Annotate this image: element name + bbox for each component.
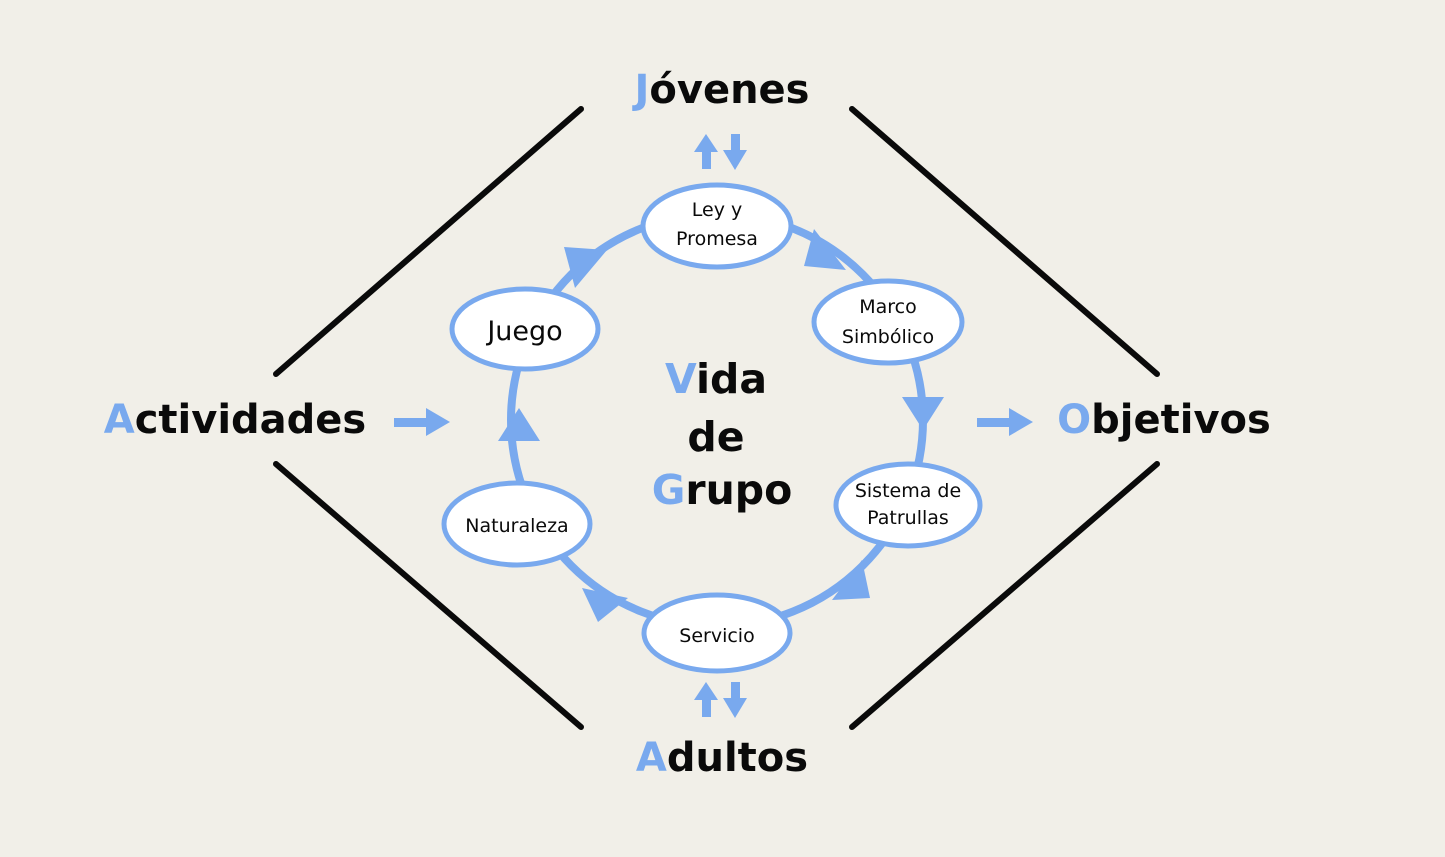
arrow-cycle-to-objetivos — [977, 408, 1033, 436]
node-juego: Juego — [449, 286, 601, 372]
label-objetivos: Objetivos — [1057, 397, 1271, 443]
cycle-arrow-1 — [804, 229, 846, 270]
connector-arrows — [394, 134, 1033, 718]
bidirectional-arrow-top — [694, 134, 747, 170]
cycle-arrow-3 — [832, 560, 870, 600]
node-label-line: Juego — [485, 316, 562, 347]
frame-line-top-left — [273, 106, 584, 377]
center-line-3-initial: G — [652, 466, 686, 514]
node-label-line: Promesa — [676, 228, 758, 250]
cycle-arrow-2 — [902, 397, 944, 430]
cycle-arrow-6 — [564, 247, 607, 288]
center-line-1: Vida — [665, 355, 767, 403]
cycle-nodes: Ley y Promesa Marco Simbólico Sistema de… — [441, 182, 983, 674]
node-ley-y-promesa: Ley y Promesa — [640, 182, 794, 270]
frame-line-bottom-right — [849, 461, 1160, 730]
label-objetivos-initial: O — [1057, 397, 1091, 443]
node-label-line: Simbólico — [842, 326, 934, 348]
node-naturaleza: Naturaleza — [441, 480, 593, 568]
bidirectional-arrow-bottom — [694, 682, 747, 718]
center-title: Vida de Grupo — [652, 355, 793, 514]
cycle-arrow-5 — [498, 408, 540, 441]
center-line-3: Grupo — [652, 466, 793, 514]
label-actividades: Actividades — [104, 397, 367, 443]
center-line-2: de — [687, 413, 744, 461]
label-objetivos-rest: bjetivos — [1091, 397, 1271, 443]
node-label-line: Sistema de — [855, 480, 961, 502]
label-adultos-rest: dultos — [667, 735, 808, 781]
frame-line-top-right — [849, 106, 1160, 377]
node-label-line: Patrullas — [867, 507, 949, 529]
label-actividades-rest: ctividades — [135, 397, 367, 443]
label-jovenes-rest: óvenes — [649, 67, 809, 113]
label-adultos-initial: A — [636, 735, 667, 781]
diamond-frame — [273, 106, 1160, 730]
node-label-line: Ley y — [692, 199, 742, 221]
arrow-actividades-to-cycle — [394, 408, 450, 436]
node-sistema-de-patrullas: Sistema de Patrullas — [833, 461, 983, 549]
center-line-1-rest: ida — [696, 355, 767, 403]
label-jovenes-initial: J — [632, 67, 650, 113]
node-servicio: Servicio — [641, 592, 793, 674]
node-label-line: Servicio — [679, 625, 754, 647]
label-jovenes: Jóvenes — [632, 67, 810, 113]
node-marco-simbolico: Marco Simbólico — [811, 278, 965, 366]
node-label-line: Marco — [859, 296, 917, 318]
node-label-line: Naturaleza — [465, 515, 568, 537]
center-line-3-rest: rupo — [685, 466, 792, 514]
center-line-1-initial: V — [665, 355, 697, 403]
center-line-2-rest: de — [687, 413, 744, 461]
label-actividades-initial: A — [104, 397, 135, 443]
frame-line-bottom-left — [273, 461, 584, 730]
label-adultos: Adultos — [636, 735, 808, 781]
cycle-arrow-4 — [582, 588, 628, 622]
